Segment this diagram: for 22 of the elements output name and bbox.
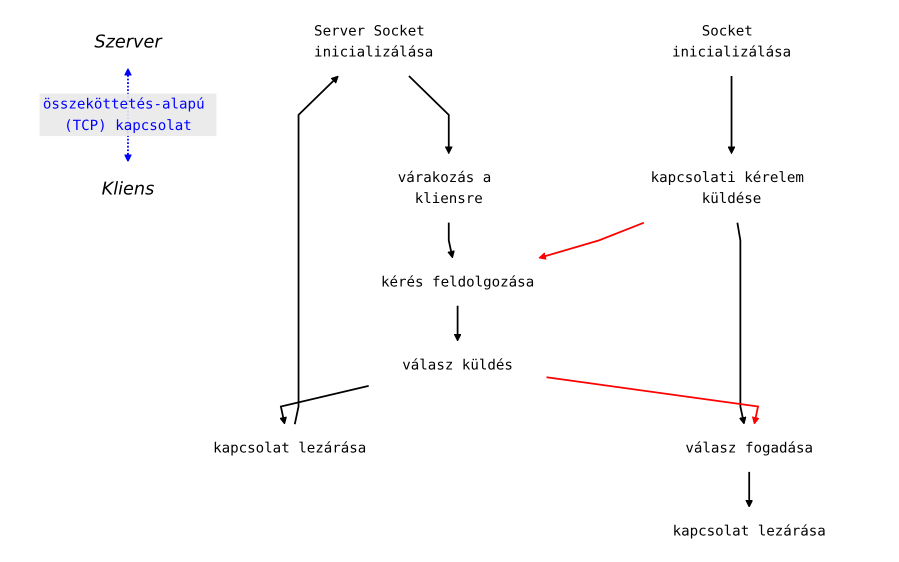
edge-label: összeköttetés-alapú (TCP) kapcsolat xyxy=(42,95,205,134)
arrow xyxy=(447,222,455,258)
arrow xyxy=(728,76,736,154)
node-text: kapcsolat lezárása xyxy=(672,522,826,540)
arrow xyxy=(454,306,462,342)
node-text: Server Socket inicializálása xyxy=(314,22,434,60)
arrow xyxy=(279,384,369,424)
node-text: válasz fogadása xyxy=(685,439,814,456)
node-text: kapcsolat lezárása xyxy=(213,439,366,456)
node-text: várakozás a kliensre xyxy=(398,168,492,207)
arrow xyxy=(745,472,754,508)
arrow xyxy=(408,75,453,154)
node-text: válasz küldés xyxy=(402,356,513,373)
arrow xyxy=(736,222,746,424)
arrow xyxy=(294,76,339,424)
arrow xyxy=(546,376,760,424)
node-text: Kliens xyxy=(102,178,154,199)
node-text: kérés feldolgozása xyxy=(380,273,534,290)
node-text: kapcsolati kérelem küldése xyxy=(650,168,804,207)
arrow xyxy=(538,222,644,260)
node-text: Szerver xyxy=(94,30,162,52)
node-text: Socket inicializálása xyxy=(672,22,792,60)
